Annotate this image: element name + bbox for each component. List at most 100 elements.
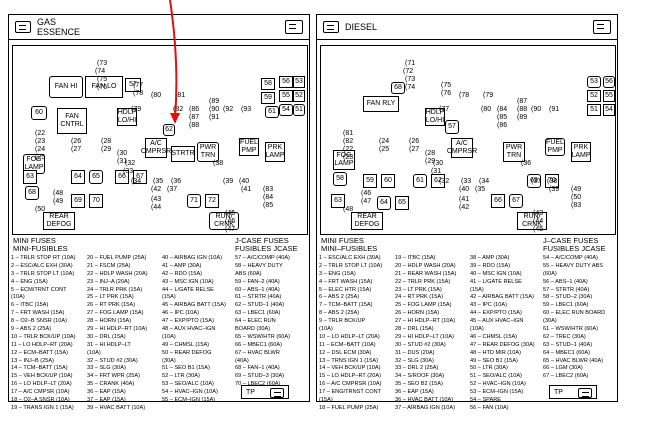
- fuse-slot: 57: [445, 120, 459, 134]
- fuse-entry: 1 – ESC/ALC EXH (30A): [319, 255, 381, 261]
- fuse-entry: 13 – INJ–B (25A): [11, 357, 54, 364]
- fuse-slot: 52: [293, 90, 305, 102]
- fuse-position-label: (31: [117, 158, 128, 165]
- fuse-position-label: (27: [71, 146, 82, 153]
- fuse-entry: 52 – LTR (30A): [162, 373, 200, 380]
- fuse-entry: (30A): [543, 318, 557, 325]
- fuse-position-label: (73: [405, 76, 416, 83]
- fuse-entry: 30 – STUD #2 (30A): [395, 341, 446, 348]
- fuse-position-label: (75: [441, 82, 452, 89]
- fuse-slot: 66: [115, 170, 129, 184]
- fuse-entry: 54 – A/C/COMP (40A): [543, 255, 598, 261]
- fuse-position-label: (33: [123, 168, 134, 175]
- fuse-entry: 40 – MSC IGN (10A): [470, 270, 522, 277]
- fuse-slot: FOG LAMP: [333, 150, 355, 170]
- fuse-entry: 15 – VEH BCK/UP (10A): [11, 373, 73, 380]
- fuse-entry: 28 – HORN (15A): [87, 318, 132, 325]
- fuse-entry: 61 – STRTR (40A): [235, 294, 282, 301]
- fuse-slot: PWR TRN: [503, 142, 525, 162]
- fuse-position-label: (37: [167, 186, 178, 193]
- fuse-position-label: (32: [125, 160, 136, 167]
- fuse-entry: 9 – TRLR BCK/UP: [319, 318, 366, 325]
- fuse-entry: 47 – REAR DEFOG (30A): [470, 341, 535, 348]
- diesel-fuse-col-4: 54 – A/C/COMP (40A)55 – HEAVY DUTY ABS (…: [543, 255, 605, 381]
- fuse-position-label: (47: [361, 198, 372, 205]
- fuse-slot: 61: [413, 174, 427, 188]
- fuse-position-label: (23: [343, 154, 354, 161]
- fuse-slot: REAR DEFOG: [43, 212, 75, 230]
- fuse-entry: 36 – EAP (15A): [87, 389, 126, 396]
- fuse-entry: 55 – HEAVY DUTY ABS: [543, 262, 604, 269]
- fuse-entry: 64 – MBEC1 (60A): [543, 349, 590, 356]
- fuse-slot: 67: [509, 194, 523, 208]
- fuse-entry: 41 – L/GATE RELSE: [470, 278, 522, 285]
- fuse-entry: 65 – WSW/HTR (60A): [235, 333, 291, 340]
- fuse-entry: 30 – DRL (15A): [87, 333, 126, 340]
- fuse-position-label: (38: [547, 178, 558, 185]
- fuse-entry: 50 – LTR (30A): [470, 365, 508, 372]
- diesel-tp-label: TP: [554, 389, 563, 396]
- fuse-entry: 67 – HVAC BLWR: [235, 349, 280, 356]
- gas-mini-header-1: MINI FUSES: [13, 236, 56, 245]
- fuse-slot: 58: [333, 172, 347, 186]
- fuse-position-label: (39: [549, 186, 560, 193]
- fuse-entry: 23 – INJ–A (20A): [87, 278, 130, 285]
- fuse-position-label: (35: [475, 186, 486, 193]
- fuse-position-label: (77: [133, 82, 144, 89]
- fuse-entry: 58 – STUD–2 (30A): [543, 294, 593, 301]
- fuse-slot: 54: [279, 104, 293, 116]
- fuse-entry: 12 – DSL ECM (30A): [319, 349, 372, 356]
- fuse-entry: 35 – CRANK (40A): [87, 381, 135, 388]
- fuse-slot: 65: [395, 196, 409, 210]
- fuse-entry: (30A): [162, 357, 176, 364]
- fuse-position-label: (43: [151, 196, 162, 203]
- diesel-header: DIESEL: [317, 15, 617, 40]
- fuse-position-label: (33: [461, 178, 472, 185]
- fuse-slot: FUEL PMP: [545, 138, 565, 156]
- fuse-entry: 16 – A/C CMPRSR (10A): [319, 381, 382, 388]
- fuse-position-label: (86: [497, 122, 508, 129]
- gas-title-line2: ESSENCE: [37, 27, 81, 37]
- fuse-entry: 6 – ITBC (15A): [11, 302, 49, 309]
- gas-fuse-col-3: 40 – AIRBAG IGN (10A)41 – AMP (30A)42 – …: [162, 255, 226, 405]
- fuse-entry: 23 – LT PRK (15A): [395, 286, 442, 293]
- fuse-position-label: (76: [97, 84, 108, 91]
- fuse-entry: 24 – TRLR PRK (15A): [87, 286, 143, 293]
- fuse-slot: 56: [279, 76, 293, 88]
- fuse-entry: 13 – TRNS IGN 1 (15A): [319, 357, 378, 364]
- fuse-slot: HDLP LO/HI: [425, 108, 445, 126]
- diesel-jcase-header-2: FUSIBLES JCASE: [543, 244, 606, 253]
- fuse-entry: 27 – HI HDLP–RT (10A): [395, 318, 456, 325]
- fuse-slot: FUEL PMP: [239, 138, 259, 156]
- fuse-position-label: (45: [533, 226, 544, 233]
- fuse-position-label: (28: [425, 150, 436, 157]
- fuse-entry: 68 – FAN–1 (40A): [235, 365, 280, 372]
- fuse-entry: 25 – FOG LAMP (15A): [395, 302, 452, 309]
- fuse-position-label: (83: [263, 186, 274, 193]
- fuse-entry: 44 – L/GATE RELSE: [162, 286, 214, 293]
- fuse-position-label: (50: [35, 206, 46, 213]
- tp-icon: [270, 388, 284, 398]
- fuse-entry: (10A): [87, 349, 101, 356]
- fuse-slot: 71: [187, 194, 201, 208]
- fuse-entry: 38 – AMP (30A): [470, 255, 510, 261]
- fuse-entry: 57 – A/C/COMP (40A): [235, 255, 290, 261]
- fuse-entry: 66 – MBEC1 (60A): [235, 341, 282, 348]
- fuse-slot: PRK LAMP: [571, 142, 591, 162]
- fuse-slot: 61: [265, 106, 279, 118]
- fuse-position-label: (84: [497, 106, 508, 113]
- fuse-slot: 66: [491, 194, 505, 208]
- fuse-position-label: (29: [425, 158, 436, 165]
- fuse-entry: 63 – STUD–1 (40A): [543, 341, 593, 348]
- fuse-entry: 21 – FSCM (25A): [87, 262, 131, 269]
- diesel-fuse-col-2: 19 – ITBC (15A)20 – HDLP WASH (20A)21 – …: [395, 255, 456, 413]
- fuse-entry: ABS (60A): [235, 270, 262, 277]
- fuse-slot: 64: [377, 196, 391, 210]
- fuse-entry: 43 – IPC (10A): [470, 302, 507, 309]
- fuse-slot: PWR TRN: [197, 142, 219, 162]
- fuse-position-label: (31: [431, 168, 442, 175]
- fuse-position-label: (26: [409, 138, 420, 145]
- fuse-position-label: (32: [439, 178, 450, 185]
- fuse-entry: 42 – AIRBAG BATT (15A): [470, 294, 534, 301]
- fuse-entry: 58 – HEAVY DUTY: [235, 262, 283, 269]
